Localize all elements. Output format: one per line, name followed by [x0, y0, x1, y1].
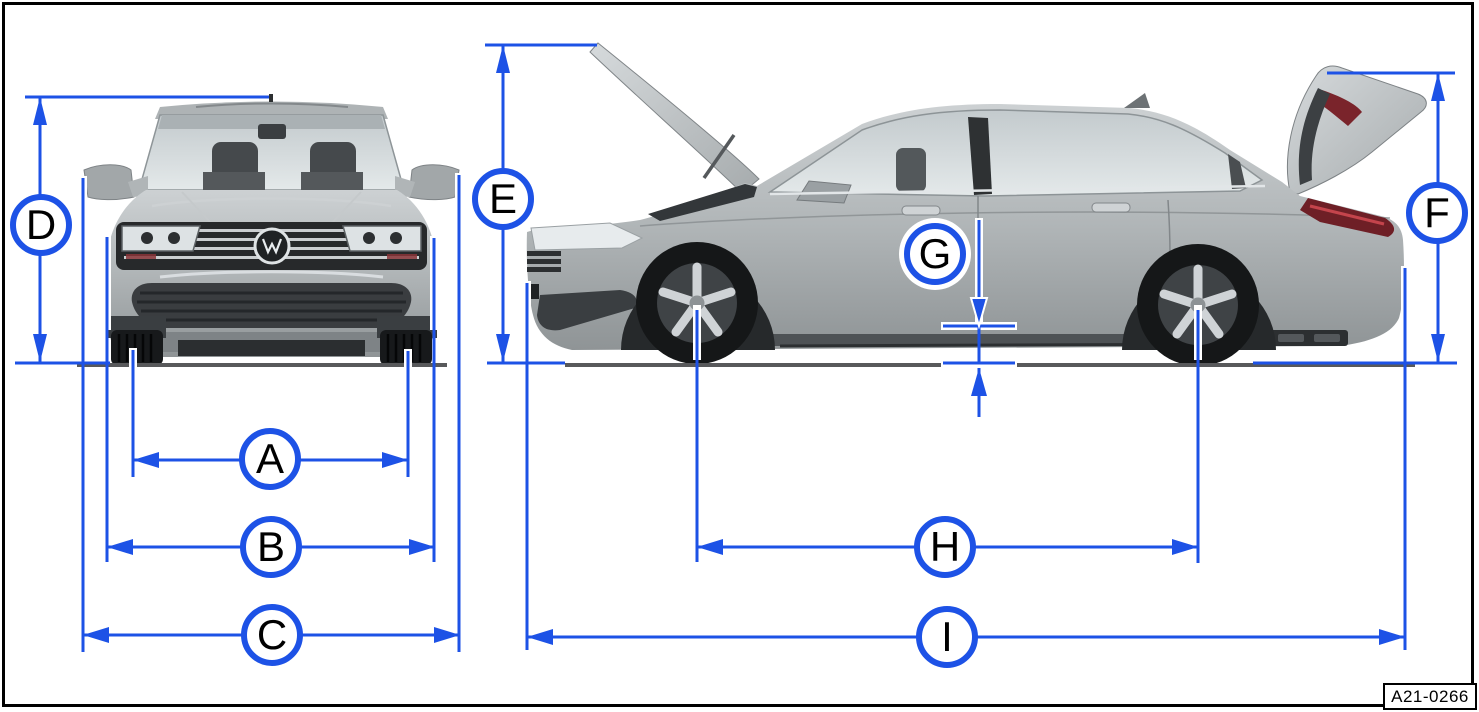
dimension-marker-d: D [10, 194, 72, 256]
dimension-marker-a: A [239, 428, 301, 490]
front-view-car-illustration [83, 101, 460, 365]
marker-letter: E [488, 175, 517, 222]
dimension-marker-f: F [1406, 182, 1468, 244]
front-view-tires [111, 330, 432, 365]
roof-antenna-nub [269, 94, 273, 102]
marker-letter: H [929, 523, 961, 570]
marker-letter: G [918, 230, 952, 277]
figure-code-label: A21-0266 [1383, 683, 1477, 710]
side-view-car-illustration [526, 42, 1427, 366]
marker-letter: C [256, 611, 288, 658]
marker-letter: B [256, 523, 285, 570]
dimension-arrowheads [33, 45, 1445, 645]
dimension-marker-b: B [240, 516, 302, 578]
marker-letter: D [25, 201, 57, 248]
dimension-marker-i: I [916, 606, 978, 668]
vw-logo-front [253, 227, 291, 265]
dimension-marker-h: H [914, 516, 976, 578]
dimension-marker-c: C [241, 604, 303, 666]
dimension-marker-e: E [472, 168, 534, 230]
dimension-marker-g: G [904, 223, 966, 285]
marker-letter: A [255, 435, 284, 482]
marker-letter: I [941, 613, 953, 660]
figure-code-text: A21-0266 [1391, 686, 1469, 706]
marker-letter: F [1424, 189, 1450, 236]
